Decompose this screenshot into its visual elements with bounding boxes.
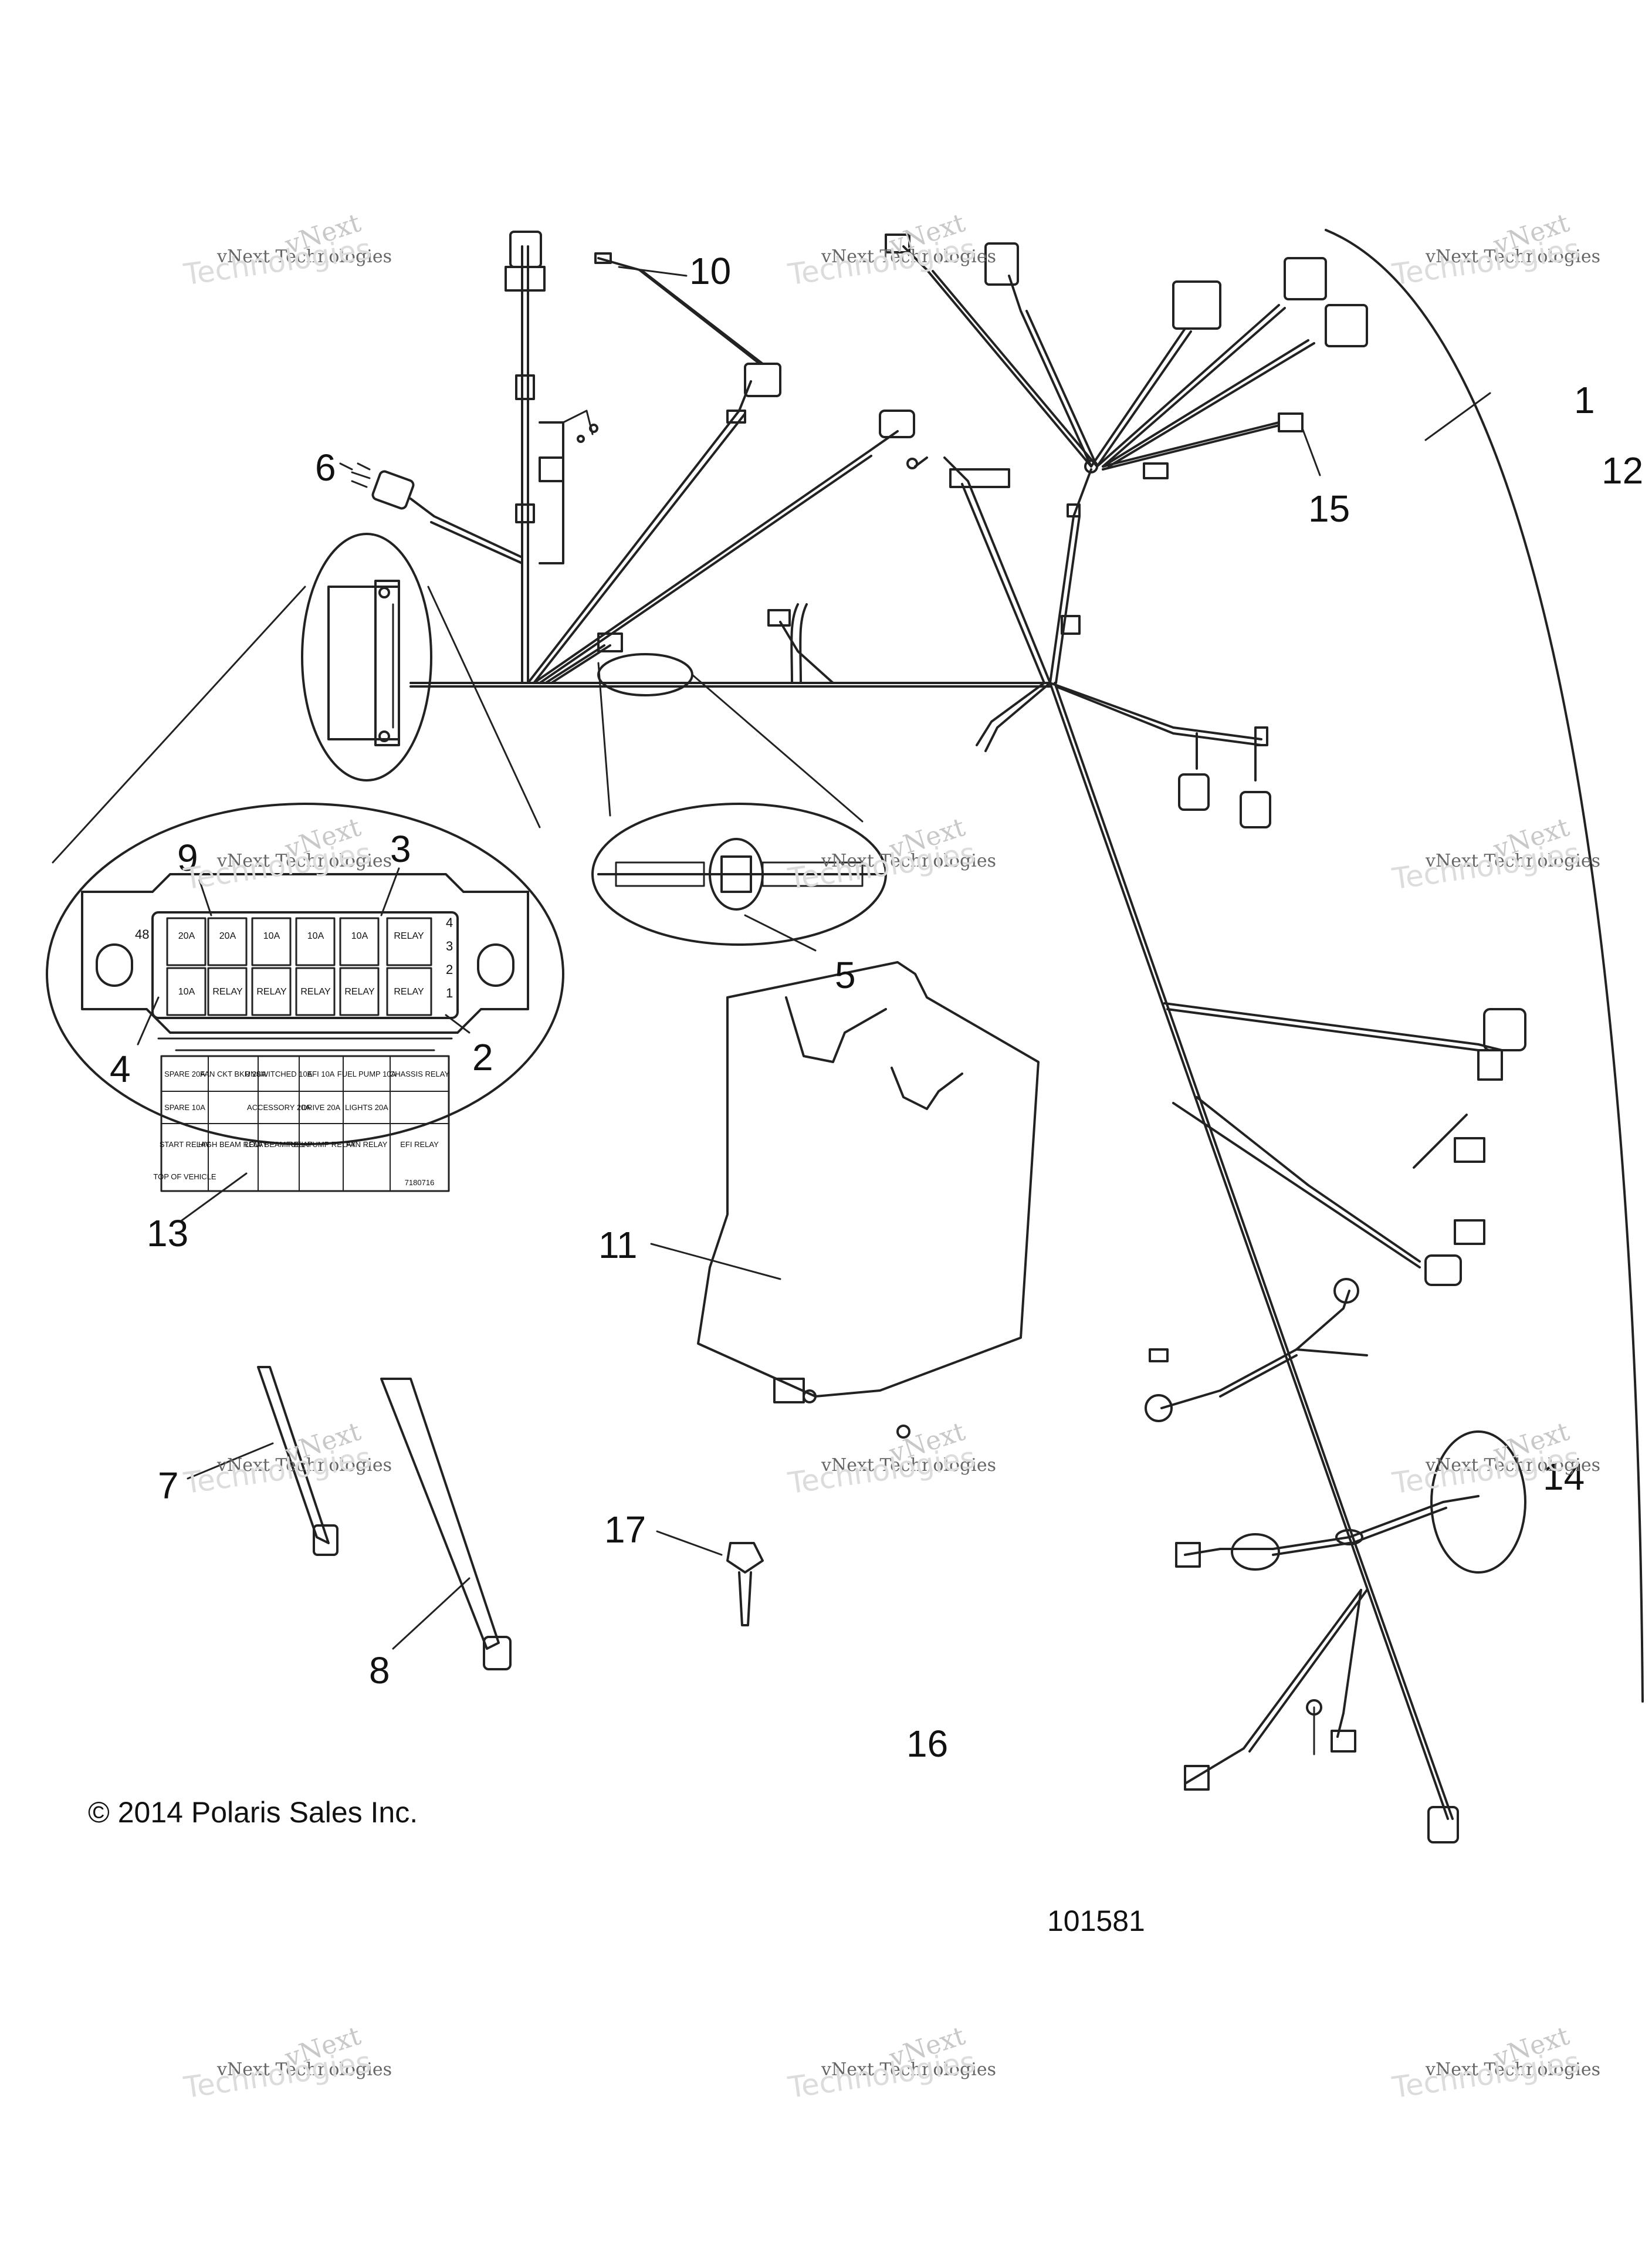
leader-1: [1424, 392, 1491, 441]
fuse-side-numbers: 4 3 2 1 48: [135, 915, 453, 1000]
branch-mid-upper: [533, 430, 899, 684]
fuse-bot-5: RELAY: [344, 987, 375, 997]
card-r1-5: FUEL PUMP 10A: [337, 1070, 397, 1078]
fuse-side-e: 48: [135, 927, 149, 942]
fuse-side-a: 4: [446, 915, 453, 930]
card-r1-6: CHASSIS RELAY: [390, 1070, 450, 1078]
callout-1: 1: [1574, 379, 1595, 421]
fuse-card-text: SPARE 20A FAN CKT BKR 20A UNSWITCHED 10A…: [153, 1070, 449, 1187]
leader-3: [380, 867, 400, 916]
callout-3: 3: [390, 828, 411, 870]
fuse-top-5: 10A: [351, 931, 368, 941]
relay-bubble: [301, 533, 432, 782]
leader-4: [137, 996, 160, 1046]
tie-strap-8: [380, 1378, 500, 1650]
card-r3-5: FAN RELAY: [346, 1140, 388, 1149]
branch-right-long: [1163, 1002, 1503, 1051]
fuse-bot-6: RELAY: [394, 987, 424, 997]
harness-main-diagonal: [1049, 682, 1449, 1820]
callout-15: 15: [1308, 488, 1350, 530]
callout-6: 6: [315, 446, 336, 489]
callout-4: 4: [110, 1048, 131, 1090]
callout-16: 16: [906, 1723, 949, 1765]
leader-6: [339, 462, 353, 471]
card-r3-2: HIGH BEAM RELAY: [198, 1140, 268, 1149]
leader-5: [744, 914, 817, 952]
fuse-box-labels: 20A 20A 10A 10A 10A RELAY 10A RELAY RELA…: [178, 931, 424, 997]
tie-strap-7: [257, 1366, 330, 1544]
fuse-bot-4: RELAY: [300, 987, 331, 997]
leader-13: [181, 1172, 248, 1222]
callout-8: 8: [369, 1649, 390, 1692]
branch-part6: [409, 498, 523, 559]
card-r3-1: START RELAY: [160, 1140, 211, 1149]
fuse-top-4: 10A: [307, 931, 324, 941]
card-r3-4: FUEL PUMP RELAY: [286, 1140, 356, 1149]
frame-outline-arc: [1325, 229, 1644, 1703]
leader-11: [650, 1243, 781, 1280]
fuse-bot-2: RELAY: [212, 987, 243, 997]
card-corner: TOP OF VEHICLE: [153, 1172, 216, 1181]
leader-7: [187, 1442, 274, 1480]
callout-2: 2: [472, 1036, 493, 1078]
card-code: 7180716: [405, 1178, 435, 1187]
card-r3-6: EFI RELAY: [400, 1140, 439, 1149]
fuse-top-1: 20A: [178, 931, 195, 941]
callout-5: 5: [835, 954, 856, 996]
fuse-top-3: 10A: [263, 931, 280, 941]
callout-12: 12: [1602, 449, 1644, 492]
fuse-side-b: 3: [446, 939, 453, 953]
bracket-part11: [697, 961, 1040, 1398]
bolt-17: [726, 1542, 764, 1574]
card-r2-5: LIGHTS 20A: [345, 1103, 388, 1112]
fuse-top-6: RELAY: [394, 931, 424, 941]
fuse-top-2: 20A: [219, 931, 236, 941]
callout-7: 7: [158, 1464, 179, 1507]
card-r1-1: SPARE 20A: [164, 1070, 205, 1078]
card-r2-3: ACCESSORY 20A: [247, 1103, 310, 1112]
leader-9: [198, 879, 212, 916]
branch-lower-sensor: [1184, 1536, 1350, 1556]
callout-11: 11: [598, 1224, 638, 1266]
card-r3-3: LOW BEAM RELAY: [245, 1140, 313, 1149]
diagram-part-number: 101581: [1047, 1904, 1145, 1937]
branch-lower-left: [1160, 1348, 1298, 1409]
callout-13: 13: [147, 1212, 189, 1254]
card-r1-3: UNSWITCHED 10A: [245, 1070, 313, 1078]
card-r2-1: SPARE 10A: [164, 1103, 205, 1112]
copyright-text: © 2014 Polaris Sales Inc.: [88, 1796, 418, 1829]
callout-14: 14: [1543, 1456, 1585, 1498]
card-r1-2: FAN CKT BKR 20A: [200, 1070, 266, 1078]
branch-middle-top: [943, 456, 1051, 684]
leader-2: [445, 1014, 470, 1034]
fuse-side-d: 1: [446, 986, 453, 1000]
callout-17: 17: [604, 1508, 646, 1551]
fuse-bot-3: RELAY: [256, 987, 287, 997]
leader-10: [618, 266, 688, 277]
fuse-box-bubble: [46, 803, 564, 1145]
leader-8: [392, 1577, 470, 1650]
leader-17: [656, 1530, 723, 1556]
fuse-side-c: 2: [446, 962, 453, 977]
branch-right-upper: [1049, 682, 1262, 740]
fuse-box-housing: [81, 873, 529, 1034]
branch-part10: [527, 380, 752, 684]
callout-10: 10: [689, 250, 732, 292]
card-r2-4: DRIVE 20A: [302, 1103, 341, 1112]
callout-9: 9: [177, 837, 198, 879]
fuse-bot-1: 10A: [178, 987, 195, 997]
branch-part14: [1348, 1495, 1480, 1538]
card-r1-4: EFI 10A: [307, 1070, 335, 1078]
leader-15: [1301, 427, 1321, 476]
